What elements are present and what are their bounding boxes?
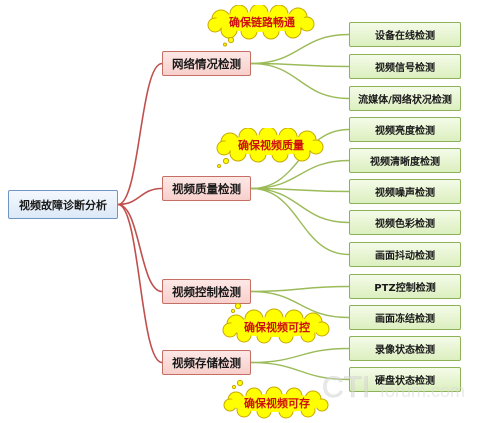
svg-text:CTI: CTI — [322, 371, 370, 404]
branch-storage: 视频存储检测 — [162, 350, 251, 375]
branch-control-label: 视频控制检测 — [172, 284, 241, 299]
leaf-streaming-network-label: 流媒体/网络状况检测 — [358, 95, 452, 106]
root-to-branch-line — [117, 203, 163, 293]
branch-quality: 视频质量检测 — [162, 176, 251, 201]
leaf-video-signal: 视频信号检测 — [349, 54, 461, 79]
branch-to-leaf-line — [250, 285, 350, 293]
leaf-frame-freeze: 画面冻结检测 — [349, 305, 461, 330]
cloud-shape — [207, 3, 315, 47]
branch-network: 网络情况检测 — [162, 51, 251, 76]
branch-to-leaf-line — [250, 187, 350, 256]
leaf-jitter-label: 画面抖动检测 — [375, 251, 435, 262]
branch-to-leaf-line — [250, 187, 350, 224]
callout-link-smooth-text: 确保链路畅通 — [229, 16, 295, 29]
cloud-shape — [216, 126, 324, 168]
root-to-branch-line — [117, 62, 163, 206]
leaf-brightness-label: 视频亮度检测 — [375, 126, 435, 137]
branch-network-label: 网络情况检测 — [172, 56, 241, 71]
leaf-video-signal-label: 视频信号检测 — [375, 63, 435, 74]
leaf-disk-status-label: 硬盘状态检测 — [375, 376, 435, 387]
leaf-ptz-control-label: PTZ控制检测 — [374, 283, 436, 294]
callout-controllable: 确保视频可控 — [218, 302, 336, 344]
cloud-shape — [223, 379, 329, 419]
leaf-streaming-network: 流媒体/网络状况检测 — [349, 86, 461, 111]
ctiforum-watermark-logo: CTI forum.com — [322, 371, 465, 405]
leaf-noise: 视频噪声检测 — [349, 179, 461, 204]
branch-to-leaf-line — [250, 62, 350, 68]
cloud-shape — [222, 302, 330, 344]
branch-to-leaf-line — [250, 290, 350, 319]
branch-to-leaf-line — [250, 347, 350, 364]
branch-to-leaf-line — [250, 159, 350, 190]
leaf-disk-status: 硬盘状态检测 — [349, 367, 461, 392]
leaf-noise-label: 视频噪声检测 — [375, 188, 435, 199]
callout-link-smooth: 确保链路畅通 — [203, 3, 321, 47]
branch-quality-label: 视频质量检测 — [172, 181, 241, 196]
leaf-brightness: 视频亮度检测 — [349, 117, 461, 142]
leaf-color-label: 视频色彩检测 — [375, 219, 435, 230]
leaf-device-online-label: 设备在线检测 — [375, 31, 435, 42]
branch-to-leaf-line — [250, 361, 350, 381]
branch-to-leaf-line — [250, 62, 350, 100]
leaf-color: 视频色彩检测 — [349, 210, 461, 235]
leaf-jitter: 画面抖动检测 — [349, 242, 461, 267]
leaf-sharpness-label: 视频清晰度检测 — [370, 157, 440, 168]
leaf-sharpness: 视频清晰度检测 — [349, 148, 461, 173]
callout-quality: 确保视频质量 — [212, 126, 330, 170]
callout-storable: 确保视频可存 — [218, 379, 336, 419]
callout-controllable-text: 确保视频可控 — [244, 321, 310, 334]
branch-to-leaf-line — [250, 33, 350, 65]
leaf-device-online: 设备在线检测 — [349, 22, 461, 47]
callout-storable-text: 确保视频可存 — [244, 397, 310, 410]
leaf-recording-status-label: 录像状态检测 — [375, 345, 435, 356]
callout-quality-text: 确保视频质量 — [238, 139, 304, 152]
root-label: 视频故障诊断分析 — [19, 198, 107, 212]
leaf-ptz-control: PTZ控制检测 — [349, 274, 461, 299]
branch-to-leaf-line — [250, 187, 350, 193]
leaf-frame-freeze-label: 画面冻结检测 — [375, 314, 435, 325]
branch-storage-label: 视频存储检测 — [172, 355, 241, 370]
branch-control: 视频控制检测 — [162, 279, 251, 304]
leaf-recording-status: 录像状态检测 — [349, 336, 461, 361]
root-to-branch-line — [117, 203, 163, 364]
root-to-branch-line — [117, 187, 163, 206]
svg-text:forum.com: forum.com — [380, 381, 465, 401]
root-node: 视频故障诊断分析 — [8, 190, 118, 219]
